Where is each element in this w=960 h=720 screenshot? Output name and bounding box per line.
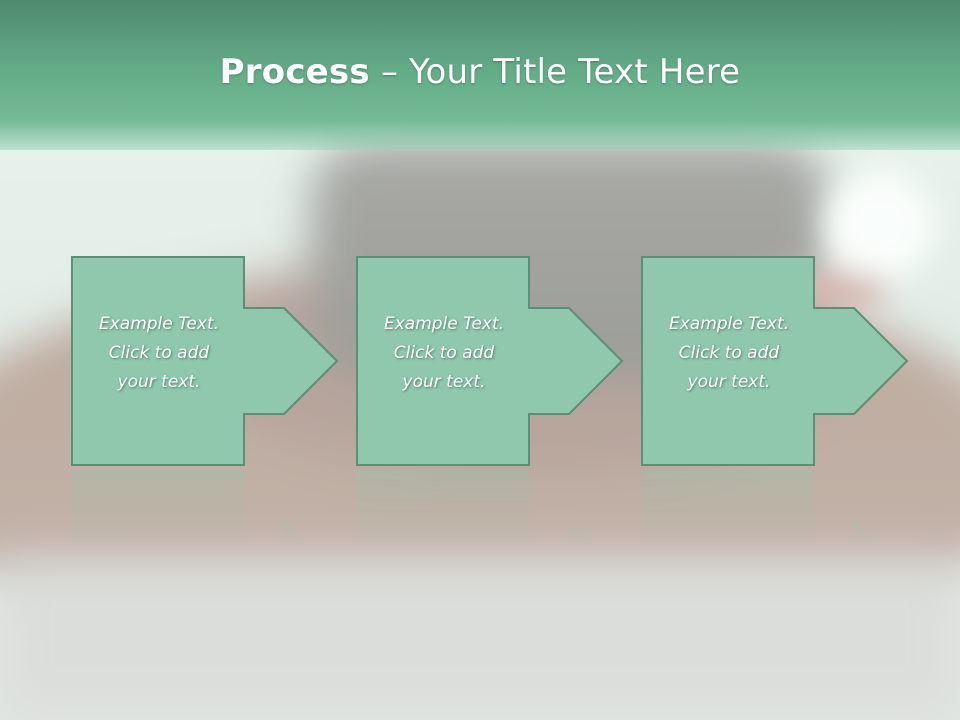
arrow-box-reflection (72, 470, 303, 540)
step-text-line-2: Click to add (393, 343, 495, 363)
arrow-box-reflection (642, 470, 873, 540)
step-text[interactable]: Example Text. Click to add your text. (75, 310, 243, 397)
arrow-box-shape (71, 256, 339, 466)
step-text-line-1: Example Text. (668, 314, 790, 334)
process-step-2: Example Text. Click to add your text. (356, 256, 626, 540)
step-text[interactable]: Example Text. Click to add your text. (645, 310, 813, 397)
arrow-box-shape (641, 256, 909, 466)
step-text-line-2: Click to add (678, 343, 780, 363)
step-text-line-1: Example Text. (383, 314, 505, 334)
step-text-line-1: Example Text. (98, 314, 220, 334)
title-rest: Your Title Text Here (409, 52, 741, 92)
arrow-box-shape (356, 256, 624, 466)
step-text-line-3: your text. (402, 372, 486, 392)
title-bold: Process (219, 52, 370, 92)
step-text-line-3: your text. (117, 372, 201, 392)
arrow-box-reflection (357, 470, 588, 540)
step-text-line-2: Click to add (108, 343, 210, 363)
header-band (0, 0, 960, 150)
step-text-line-3: your text. (687, 372, 771, 392)
process-step-3: Example Text. Click to add your text. (641, 256, 911, 540)
title-separator: – (369, 52, 410, 92)
slide-title: Process – Your Title Text Here (0, 52, 960, 92)
process-step-1: Example Text. Click to add your text. (71, 256, 341, 540)
step-text[interactable]: Example Text. Click to add your text. (360, 310, 528, 397)
